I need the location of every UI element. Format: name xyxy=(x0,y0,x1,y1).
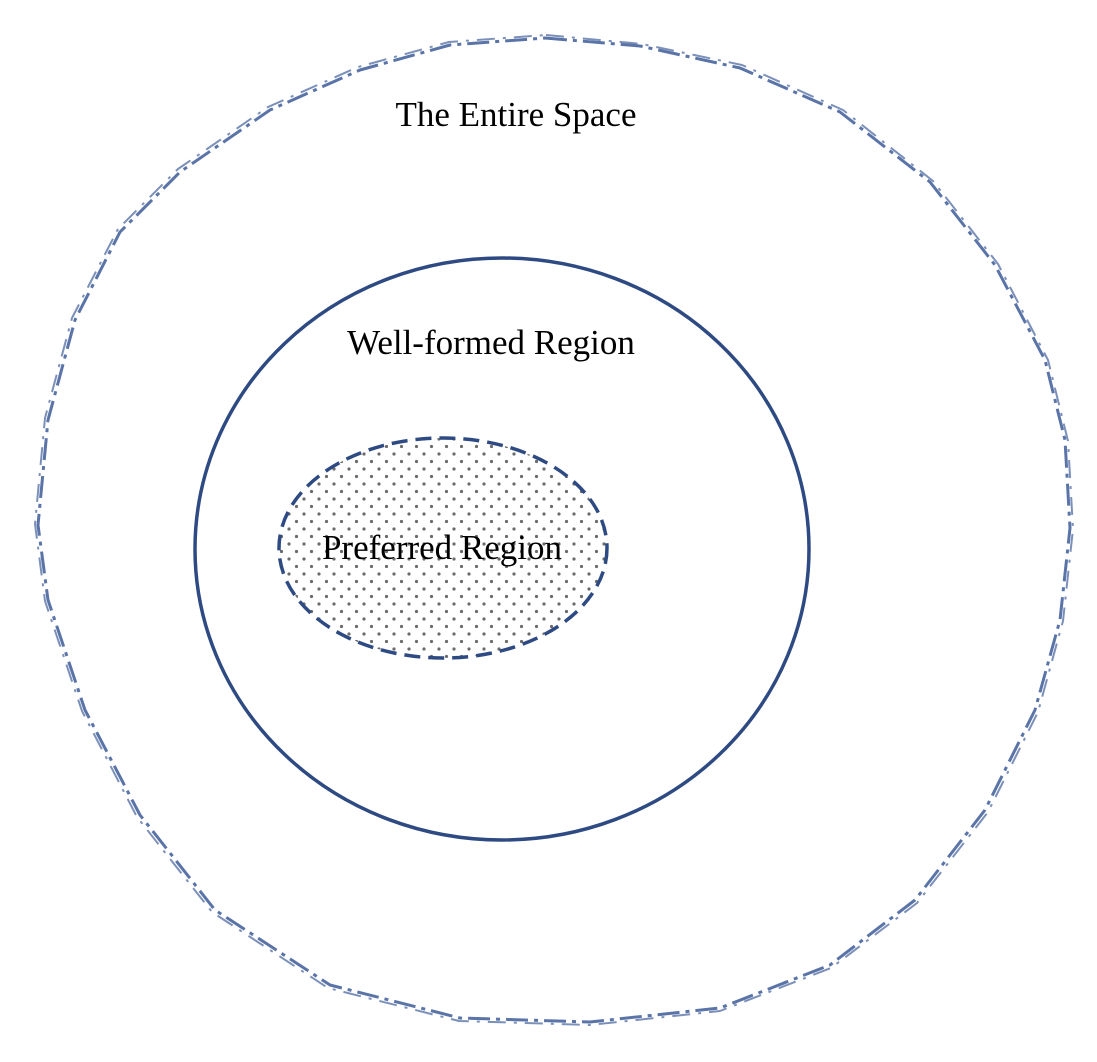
entire-space-boundary xyxy=(34,34,1074,1026)
entire-space-label: The Entire Space xyxy=(395,95,636,134)
wellformed-region-boundary xyxy=(193,256,811,842)
entire-space-outline-primary xyxy=(36,36,1072,1024)
entire-space-outline-secondary xyxy=(34,34,1074,1026)
preferred-region-label: Preferred Region xyxy=(322,528,562,567)
preferred-region-boundary xyxy=(277,436,609,660)
wellformed-region-label: Well-formed Region xyxy=(347,323,635,362)
preferred-region-fill xyxy=(279,438,607,658)
